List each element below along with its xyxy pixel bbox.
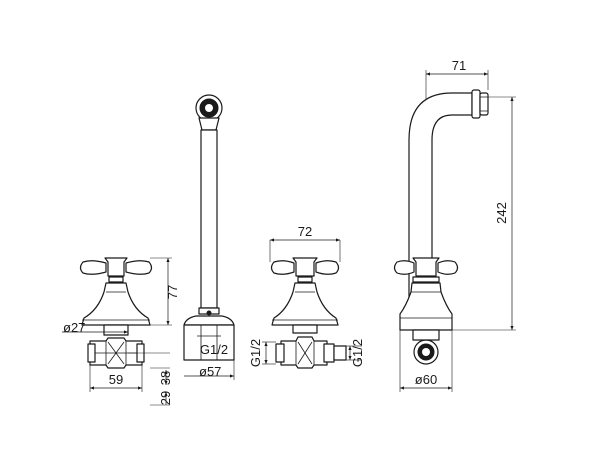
dim-riser-base-dia: ø57 <box>199 364 221 379</box>
dim-riser-thread: G1/2 <box>200 342 228 357</box>
dim-middle-valve-width: 72 <box>298 224 312 239</box>
dim-left-valve-offset-38: 38 <box>158 371 173 385</box>
riser-base-rosette <box>183 315 235 326</box>
left-valve-stem <box>103 324 129 336</box>
left-valve-handle-arm-right <box>125 260 153 275</box>
dim-spout-base-dia: ø60 <box>415 372 437 387</box>
riser-pipe-tube <box>200 129 218 309</box>
dim-middle-valve-thread-right: G1/2 <box>350 339 365 367</box>
spout-base <box>399 282 453 331</box>
dim-left-valve-height: 77 <box>165 285 180 299</box>
spout: 71 242 ø60 <box>393 58 516 392</box>
dim-left-valve-offset-29: 29 <box>158 391 173 405</box>
dim-left-valve-stem-dia: ø27 <box>63 320 85 335</box>
left-valve-handle-arm-left <box>79 260 107 275</box>
dim-spout-reach: 71 <box>452 58 466 73</box>
middle-valve: 72 G1/2 G1/2 <box>248 224 365 369</box>
left-valve-body <box>81 282 151 326</box>
dim-spout-height: 242 <box>494 202 509 224</box>
left-valve-handle-hub <box>104 257 128 277</box>
middle-valve-body <box>271 282 339 326</box>
dim-middle-valve-thread-left: G1/2 <box>248 339 263 367</box>
dim-left-valve-width: 59 <box>109 372 123 387</box>
left-valve: 77 ø27 59 38 29 <box>62 257 180 406</box>
riser-pipe: G1/2 ø57 <box>183 94 235 380</box>
